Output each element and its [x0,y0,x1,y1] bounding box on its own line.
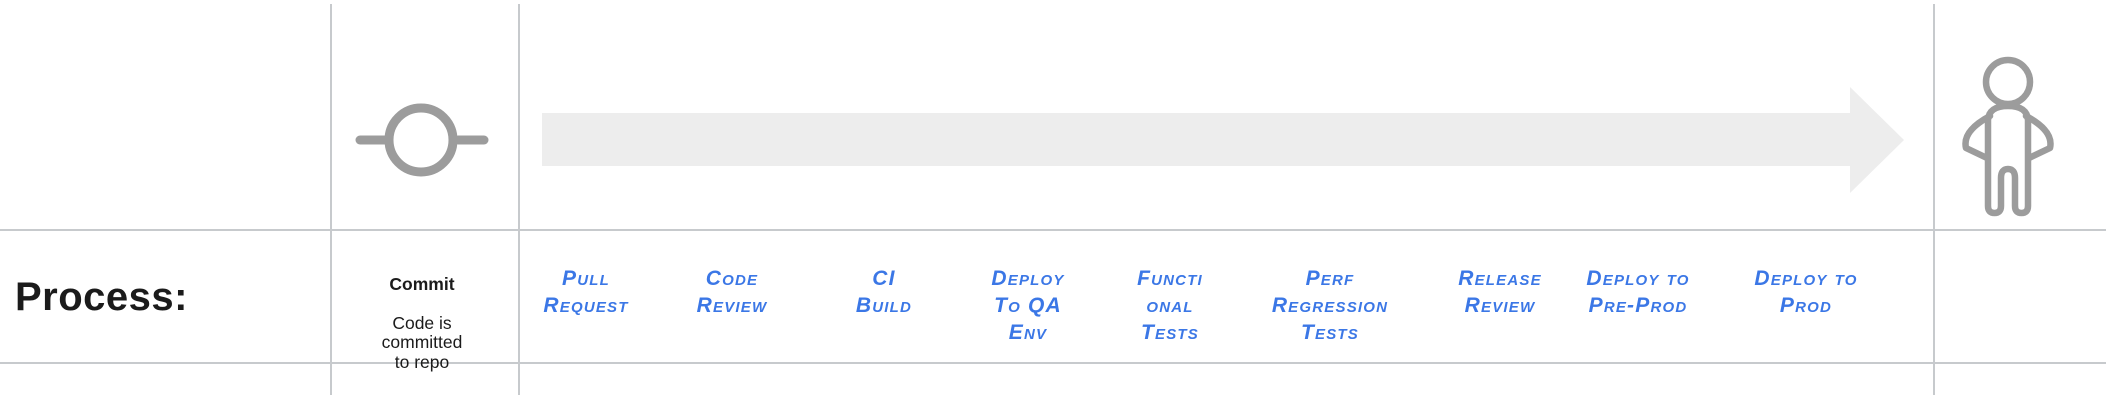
stage-label-deploy-qa-env[interactable]: Deploy To QA Env [991,267,1065,344]
commit-step-title: Commit [389,273,455,294]
stage-label-deploy-pre-prod[interactable]: Deploy to Pre-Prod [1586,267,1690,317]
commit-circle-icon[interactable] [355,103,489,177]
right-arrow-icon[interactable] [542,87,1904,193]
commit-step-description: Code is committed to repo [381,312,463,372]
stage-label-release-review[interactable]: Release Review [1458,267,1542,317]
process-row-label[interactable]: Process: [15,275,188,319]
grid-line-vertical-left [330,4,332,395]
stage-label-perf-regression-tests[interactable]: Perf Regression Tests [1271,267,1389,344]
grid-line-horizontal-top [0,229,2106,231]
stage-label-code-review[interactable]: Code Review [696,267,768,317]
stage-label-ci-build[interactable]: CI Build [855,267,913,317]
commit-step-label[interactable]: Commit Code is committed to repo [382,255,463,392]
stage-label-pull-request[interactable]: Pull Request [543,267,629,317]
person-standing-icon[interactable] [1962,56,2054,217]
stage-label-deploy-prod[interactable]: Deploy to Prod [1754,267,1858,317]
grid-line-horizontal-bottom [0,362,2106,364]
stage-label-functional-tests[interactable]: Functi onal Tests [1137,267,1203,344]
grid-line-vertical-right [1933,4,1935,395]
grid-line-vertical-mid [518,4,520,395]
